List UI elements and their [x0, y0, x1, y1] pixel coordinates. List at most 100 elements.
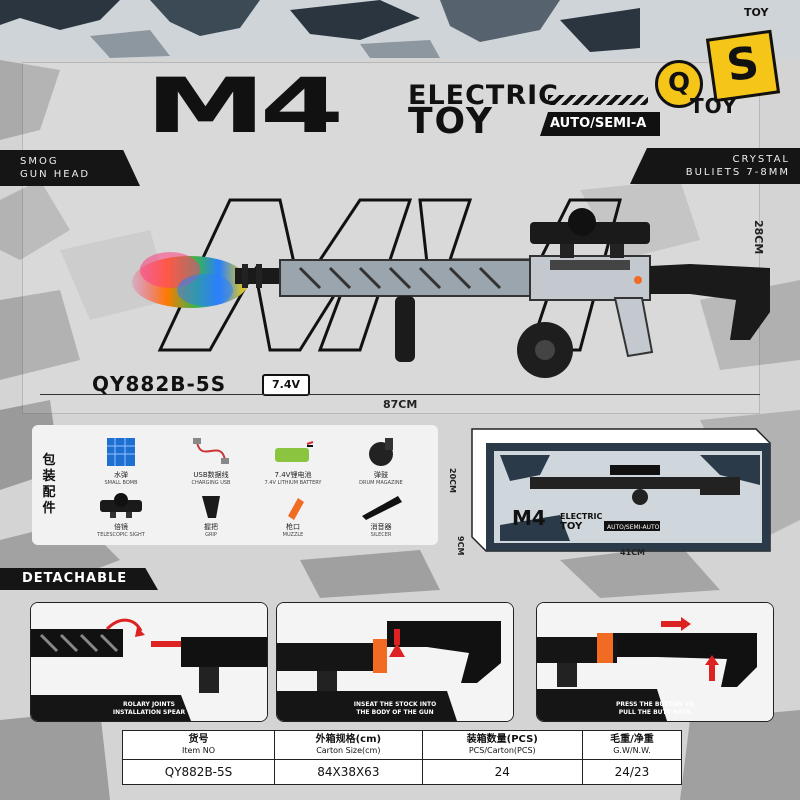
accessories-label-char: 件	[42, 501, 56, 516]
spec-header-cell: 装箱数量(PCS) PCS/Carton(PCS)	[421, 730, 583, 760]
detach-step-3: PRESS THE BUTTON TO PULL THE BUTT BACK	[536, 602, 774, 722]
accessory-battery: 7.4V锂电池 7.4V LITHIUM BATTERY	[248, 436, 338, 486]
drum-magazine-icon	[369, 438, 393, 466]
spec-header-cell: 货号 Item NO	[121, 730, 276, 760]
title-toy: TOY	[408, 101, 494, 142]
accessory-cn: 倍镜	[114, 523, 128, 531]
accessory-grip: 握把 GRIP	[166, 492, 256, 538]
accessory-en: DRUM MAGAZINE	[359, 480, 403, 486]
crystal-tag-line2: BULIETS 7-8MM	[685, 167, 790, 178]
title-electric: ELECTRIC	[408, 80, 559, 111]
model-number: QY882B-5S	[92, 372, 227, 396]
spec-value-carton-size: 84X38X63	[274, 759, 423, 785]
step-3-caption: PRESS THE BUTTON TO PULL THE BUTT BACK	[537, 701, 773, 717]
accessory-en: GRIP	[205, 532, 217, 538]
accessory-en: SILECER	[370, 532, 392, 538]
spec-value-pcs-carton: 24	[421, 759, 583, 785]
logo-toy-text: TOY	[690, 94, 738, 118]
scope-icon	[100, 493, 142, 518]
battery-badge: 7.4V	[262, 374, 310, 396]
grip-icon	[202, 496, 220, 518]
step-1-illustration	[31, 603, 267, 721]
accessory-water-beads: 水弹 SMALL BOMB	[76, 436, 166, 486]
box-title-m4: M4	[512, 506, 546, 530]
spec-header-cell: 毛重/净重 G.W/N.W.	[581, 730, 683, 760]
usb-cable-icon	[193, 438, 229, 464]
detachable-label: DETACHABLE	[0, 568, 158, 590]
water-beads-icon	[107, 438, 135, 466]
logo-toy-small-text: TOY	[744, 6, 769, 19]
spec-header-cn: 毛重/净重	[610, 734, 654, 745]
spec-header-en: G.W/N.W.	[613, 746, 651, 755]
box-title-electric: ELECTRIC	[560, 512, 602, 521]
silencer-icon	[362, 496, 402, 520]
title-m4: M4	[145, 61, 344, 150]
spec-header-cn: 外箱规格(cm)	[315, 734, 382, 745]
stripe-decoration	[548, 95, 648, 105]
length-dimension-line	[40, 394, 760, 395]
step-2-caption-line2: THE BODY OF THE GUN	[356, 709, 434, 716]
length-dimension: 87CM	[383, 398, 418, 411]
step-3-caption-line1: PRESS THE BUTTON TO	[615, 701, 695, 708]
spec-value-item-no: QY882B-5S	[121, 759, 276, 785]
step-1-caption: ROLARY JOINTS INSTALLATION SPEAR	[31, 701, 267, 717]
box-height-dimension: 20CM	[448, 468, 457, 493]
accessory-usb-cable: USB数据线 CHARGING USB	[166, 436, 256, 486]
spec-header-cn: 货号	[188, 734, 209, 745]
accessory-en: MUZZLE	[282, 532, 304, 538]
step-2-illustration	[277, 603, 513, 721]
step-2-caption-line1: INSEAT THE STOCK INTO	[353, 701, 437, 708]
m4-gun-illustration	[132, 198, 770, 378]
accessory-silencer: 消音器 SILECER	[336, 492, 426, 538]
spec-table: 货号 Item NO 外箱规格(cm) Carton Size(cm) 装箱数量…	[121, 730, 683, 785]
logo-q-badge: Q	[655, 60, 703, 108]
accessories-label: 包 装 配 件	[36, 430, 62, 540]
mode-tag: AUTO/SEMI-A	[540, 112, 660, 136]
accessories-label-char: 装	[42, 469, 56, 484]
detach-step-1: ROLARY JOINTS INSTALLATION SPEAR	[30, 602, 268, 722]
accessory-en: 7.4V LITHIUM BATTERY	[264, 480, 322, 486]
accessory-drum-magazine: 弹鼓 DRUM MAGAZINE	[336, 436, 426, 486]
height-dimension: 28CM	[752, 220, 765, 255]
step-1-caption-line1: ROLARY JOINTS	[123, 701, 175, 708]
accessory-en: SMALL BOMB	[104, 480, 138, 486]
accessory-scope: 倍镜 TELESCOPIC SIGHT	[76, 492, 166, 538]
smog-tag-line1: SMOG	[20, 156, 59, 167]
spec-header-en: Item NO	[181, 746, 216, 755]
accessory-cn: 水弹	[114, 471, 128, 479]
accessories-label-char: 包	[42, 453, 56, 468]
accessories-panel	[32, 425, 438, 545]
smog-tag-line2: GUN HEAD	[20, 169, 91, 180]
packaging-box-illustration: M4 ELECTRIC TOY AUTO/SEMI-AUTO	[471, 428, 771, 552]
spec-table-header-row: 货号 Item NO 外箱规格(cm) Carton Size(cm) 装箱数量…	[121, 730, 683, 760]
accessory-cn: 消音器	[370, 523, 392, 531]
muzzle-icon	[288, 498, 304, 520]
spec-header-cn: 装箱数量(PCS)	[466, 734, 538, 745]
accessory-en: TELESCOPIC SIGHT	[97, 532, 145, 538]
spec-header-en: PCS/Carton(PCS)	[468, 746, 536, 755]
step-3-caption-line2: PULL THE BUTT BACK	[618, 709, 692, 716]
step-2-caption: INSEAT THE STOCK INTO THE BODY OF THE GU…	[277, 701, 513, 717]
accessory-en: CHARGING USB	[191, 480, 231, 486]
accessory-muzzle: 枪口 MUZZLE	[248, 492, 338, 538]
box-depth-dimension: 9CM	[456, 536, 465, 556]
crystal-bullets-tag: CRYSTAL BULIETS 7-8MM	[630, 148, 800, 184]
box-mode-tag: AUTO/SEMI-AUTO	[607, 524, 660, 531]
spec-table-value-row: QY882B-5S 84X38X63 24 24/23	[121, 759, 683, 785]
smog-gun-head-tag: SMOG GUN HEAD	[0, 150, 140, 186]
accessory-cn: 握把	[204, 523, 218, 531]
crystal-tag-line1: CRYSTAL	[732, 154, 790, 165]
step-3-illustration	[537, 603, 773, 721]
spec-header-en: Carton Size(cm)	[316, 746, 381, 755]
accessory-cn: USB数据线	[193, 471, 229, 479]
spec-value-weight: 24/23	[581, 759, 683, 785]
accessory-cn: 7.4V锂电池	[274, 471, 312, 479]
logo-s-badge: S	[705, 29, 781, 103]
accessory-cn: 弹鼓	[374, 471, 388, 479]
accessories-label-char: 配	[42, 485, 56, 500]
detach-step-2: INSEAT THE STOCK INTO THE BODY OF THE GU…	[276, 602, 514, 722]
box-length-dimension: 41CM	[620, 548, 645, 557]
box-title-toy: TOY	[560, 521, 583, 532]
step-1-caption-line2: INSTALLATION SPEAR	[112, 709, 186, 716]
